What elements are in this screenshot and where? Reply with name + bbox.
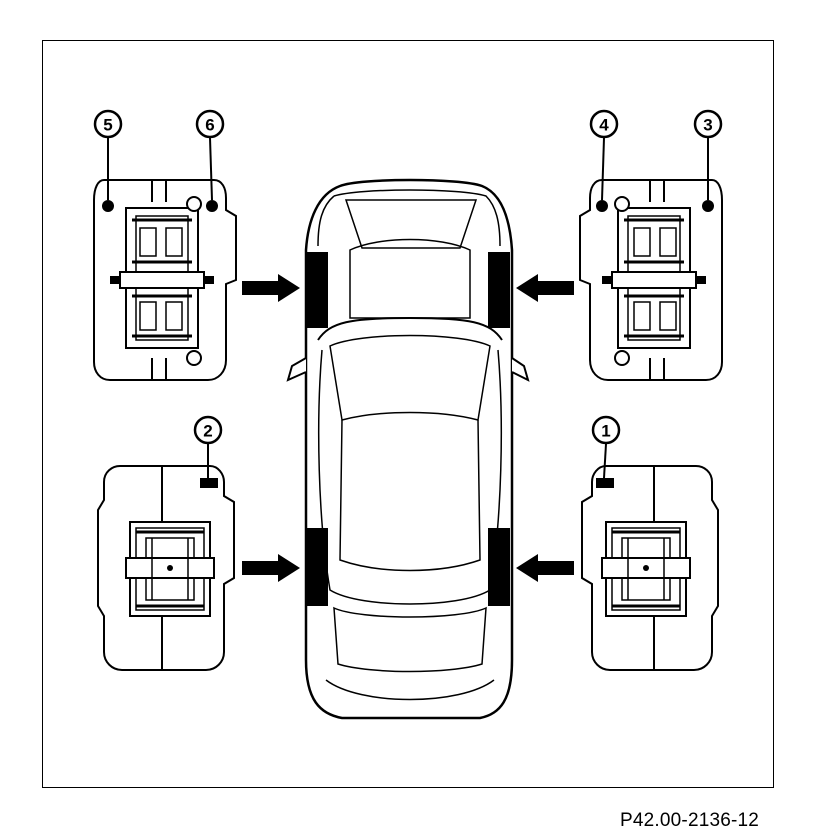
wheel-front-left	[306, 252, 328, 328]
diagram-frame	[42, 40, 774, 788]
arrow-rear-left	[242, 554, 300, 582]
callout-leaders	[107, 137, 709, 479]
bleed-screw-6	[206, 200, 218, 212]
wheel-front-right	[488, 252, 510, 328]
bleed-screw-5	[102, 200, 114, 212]
callout-5: 5	[93, 109, 123, 139]
arrow-front-right	[516, 274, 574, 302]
callout-5-label: 5	[103, 116, 112, 135]
callout-3: 3	[693, 109, 723, 139]
brake-caliper-rear-right	[580, 464, 720, 672]
callout-4: 4	[589, 109, 619, 139]
callout-6: 6	[195, 109, 225, 139]
callout-1: 1	[591, 415, 621, 445]
wheel-rear-left	[306, 528, 328, 606]
arrow-rear-right	[516, 554, 574, 582]
callout-2-label: 2	[203, 422, 212, 441]
callout-1-label: 1	[601, 422, 610, 441]
callout-4-label: 4	[599, 116, 609, 135]
bleed-screw-1	[596, 478, 614, 488]
figure-reference: P42.00-2136-12	[620, 810, 760, 831]
wheel-rear-right	[488, 528, 510, 606]
callout-2: 2	[193, 415, 223, 445]
car-top-view	[286, 178, 530, 720]
callout-3-label: 3	[703, 116, 712, 135]
bleed-screw-4	[596, 200, 608, 212]
brake-caliper-rear-left	[96, 464, 236, 672]
callout-6-label: 6	[205, 116, 214, 135]
arrow-front-left	[242, 274, 300, 302]
bleed-screw-2	[200, 478, 218, 488]
bleed-screw-3	[702, 200, 714, 212]
